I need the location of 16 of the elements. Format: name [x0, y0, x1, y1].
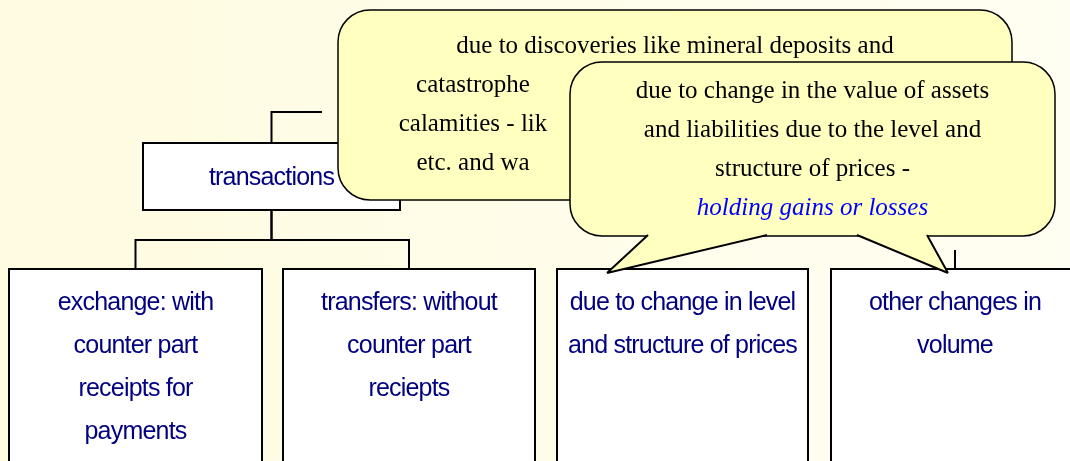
box-label: transfers: without counter part reciepts — [320, 286, 499, 403]
callout-text: catastrophe calamities - lik etc. and wa — [397, 69, 549, 177]
category-box — [830, 268, 1070, 461]
callout-text: due to discoveries like mineral deposits and — [455, 30, 895, 60]
callout-text: holding gains or losses — [695, 192, 930, 222]
box-label: due to change in level and structure of prices — [567, 286, 798, 360]
box-label: transactions — [207, 161, 336, 192]
box-label: exchange: with counter part receipts for payments — [56, 286, 215, 446]
category-box — [556, 268, 809, 461]
box-label: other changes in volume — [867, 286, 1043, 360]
connector-line — [270, 210, 410, 269]
connector-line — [954, 249, 956, 269]
category-box — [8, 268, 263, 461]
callout-text: due to change in the value of assets and liabilities due to the level and structure of prices - — [634, 75, 991, 183]
category-box — [282, 268, 536, 461]
connector-line — [270, 111, 323, 143]
